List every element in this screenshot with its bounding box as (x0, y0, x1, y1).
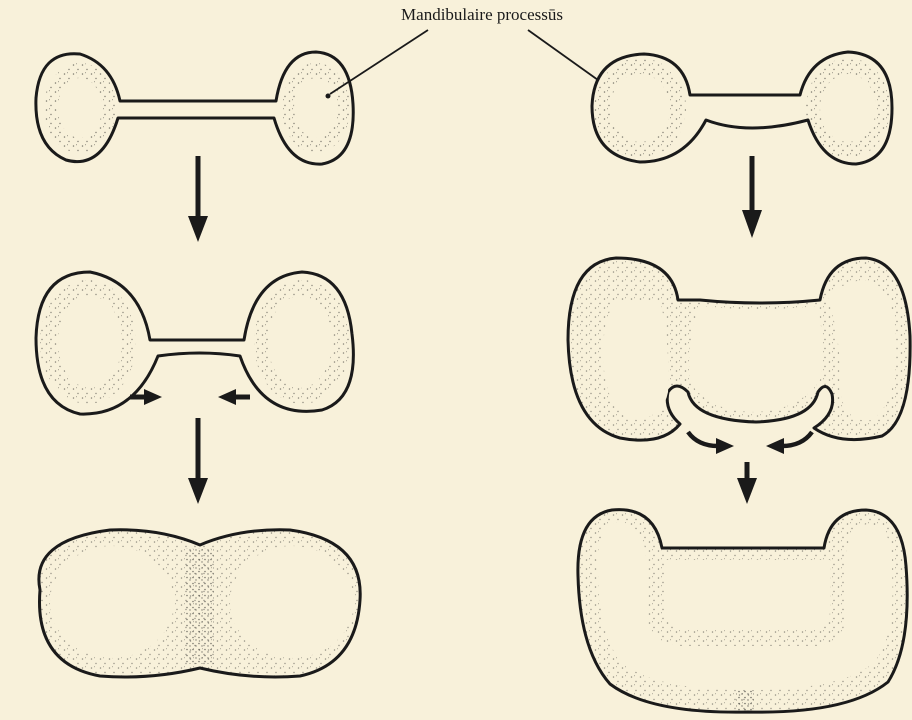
label-leader-lines (326, 30, 617, 99)
right-stage-3-shape (578, 510, 907, 712)
left-converging-arrows (130, 389, 250, 405)
right-converging-arrows (688, 432, 812, 454)
left-down-arrow-1 (188, 156, 208, 242)
right-stage-2-shape (568, 258, 910, 440)
right-down-arrow-1 (742, 156, 762, 238)
left-down-arrow-2 (188, 418, 208, 504)
left-stage-2-shape (36, 272, 353, 414)
right-stage-1-shape (592, 52, 892, 164)
right-down-arrow-2 (737, 462, 757, 504)
left-stage-1-shape (36, 52, 353, 164)
left-stage-3-shape (39, 530, 360, 677)
